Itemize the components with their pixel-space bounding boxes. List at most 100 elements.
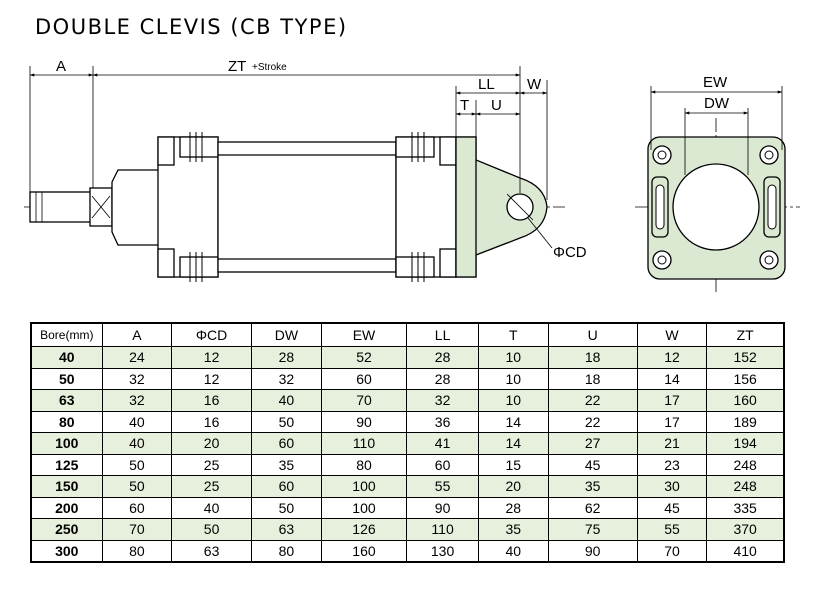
table-cell: 90 xyxy=(547,539,638,563)
table-cell: 17 xyxy=(636,410,708,433)
table-cell: 160 xyxy=(320,539,408,563)
technical-drawing: A ZT +Stroke LL W T U ΦCD EW D xyxy=(24,58,800,292)
column-header: ZT xyxy=(706,322,785,347)
bore-cell: 200 xyxy=(30,496,103,519)
bore-cell: 300 xyxy=(30,539,103,563)
dim-label-zt: ZT xyxy=(228,58,246,75)
side-dimensions xyxy=(29,66,548,200)
table-cell: 14 xyxy=(477,410,549,433)
table-cell: 55 xyxy=(636,518,708,541)
table-cell: 90 xyxy=(320,410,408,433)
table-cell: 248 xyxy=(706,475,785,498)
table-cell: 370 xyxy=(706,518,785,541)
table-cell: 50 xyxy=(250,496,322,519)
table-cell: 189 xyxy=(706,410,785,433)
table-cell: 30 xyxy=(636,475,708,498)
dim-label-a: A xyxy=(56,58,66,75)
table-cell: 21 xyxy=(636,432,708,455)
table-cell: 156 xyxy=(706,367,785,390)
column-header: EW xyxy=(320,322,408,347)
table-cell: 45 xyxy=(636,496,708,519)
table-cell: 100 xyxy=(320,475,408,498)
table-cell: 70 xyxy=(101,518,173,541)
table-cell: 14 xyxy=(636,367,708,390)
bore-cell: 80 xyxy=(30,410,103,433)
table-cell: 75 xyxy=(547,518,638,541)
table-cell: 12 xyxy=(171,346,252,369)
table-cell: 25 xyxy=(171,453,252,476)
table-cell: 110 xyxy=(406,518,479,541)
side-view xyxy=(24,132,565,282)
table-cell: 60 xyxy=(320,367,408,390)
table-cell: 160 xyxy=(706,389,785,412)
column-header: W xyxy=(636,322,708,347)
table-cell: 36 xyxy=(406,410,479,433)
table-cell: 52 xyxy=(320,346,408,369)
dim-label-ew: EW xyxy=(703,74,728,91)
bore-cell: 150 xyxy=(30,475,103,498)
dim-label-dw: DW xyxy=(704,95,730,112)
table-cell: 63 xyxy=(171,539,252,563)
table-cell: 10 xyxy=(477,389,549,412)
table-cell: 35 xyxy=(547,475,638,498)
bore-cell: 125 xyxy=(30,453,103,476)
table-cell: 12 xyxy=(636,346,708,369)
table-cell: 22 xyxy=(547,389,638,412)
table-cell: 35 xyxy=(477,518,549,541)
dim-label-ll: LL xyxy=(478,76,495,93)
page-title: DOUBLE CLEVIS (CB TYPE) xyxy=(35,15,348,39)
table-cell: 20 xyxy=(477,475,549,498)
bore-cell: 63 xyxy=(30,389,103,412)
table-cell: 70 xyxy=(320,389,408,412)
table-cell: 80 xyxy=(101,539,173,563)
column-header: T xyxy=(477,322,549,347)
table-cell: 194 xyxy=(706,432,785,455)
table-cell: 50 xyxy=(101,453,173,476)
table-cell: 80 xyxy=(320,453,408,476)
table-cell: 24 xyxy=(101,346,173,369)
table-cell: 32 xyxy=(406,389,479,412)
table-cell: 28 xyxy=(406,346,479,369)
end-view xyxy=(635,118,800,292)
table-cell: 18 xyxy=(547,367,638,390)
table-cell: 45 xyxy=(547,453,638,476)
column-header: A xyxy=(101,322,173,347)
column-header: Bore(mm) xyxy=(30,322,103,347)
table-cell: 32 xyxy=(101,367,173,390)
table-cell: 63 xyxy=(250,518,322,541)
table-cell: 32 xyxy=(250,367,322,390)
table-cell: 70 xyxy=(636,539,708,563)
table-cell: 60 xyxy=(250,432,322,455)
bore-cell: 40 xyxy=(30,346,103,369)
barrel xyxy=(217,141,397,273)
table-cell: 18 xyxy=(547,346,638,369)
table-cell: 60 xyxy=(406,453,479,476)
table-cell: 27 xyxy=(547,432,638,455)
table-cell: 40 xyxy=(171,496,252,519)
table-cell: 23 xyxy=(636,453,708,476)
table-cell: 90 xyxy=(406,496,479,519)
column-header: DW xyxy=(250,322,322,347)
table-cell: 335 xyxy=(706,496,785,519)
table-cell: 14 xyxy=(477,432,549,455)
table-cell: 41 xyxy=(406,432,479,455)
table-cell: 110 xyxy=(320,432,408,455)
dim-label-u: U xyxy=(491,97,502,114)
table-cell: 62 xyxy=(547,496,638,519)
table-cell: 10 xyxy=(477,346,549,369)
table-cell: 28 xyxy=(406,367,479,390)
table-cell: 16 xyxy=(171,389,252,412)
table-cell: 28 xyxy=(477,496,549,519)
table-cell: 130 xyxy=(406,539,479,563)
dim-label-stroke: +Stroke xyxy=(252,62,287,73)
bore-cell: 250 xyxy=(30,518,103,541)
table-cell: 22 xyxy=(547,410,638,433)
clevis-bracket xyxy=(455,136,548,278)
